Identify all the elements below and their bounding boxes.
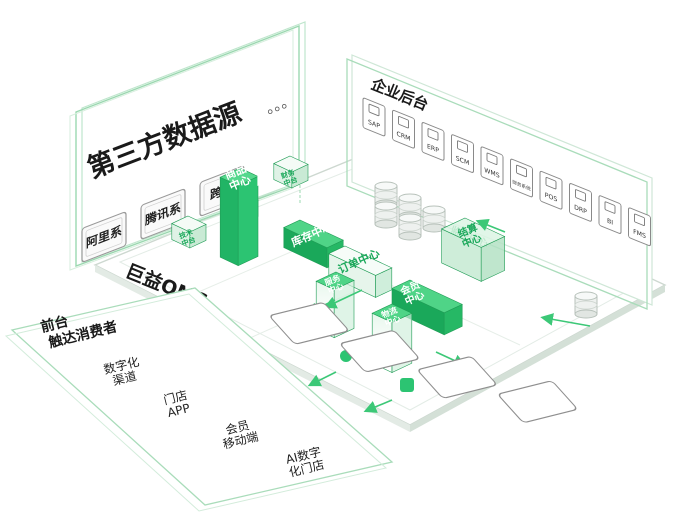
module-member-center: 会员中心 bbox=[391, 278, 463, 336]
logistics-icon bbox=[400, 378, 414, 392]
enterprise-system: FMS bbox=[628, 207, 651, 247]
enterprise-system: BI bbox=[598, 195, 622, 234]
frontend-channel-label: 门店APP bbox=[162, 387, 192, 420]
module-product-center: 商品中心 bbox=[219, 158, 271, 267]
system-icon bbox=[604, 201, 616, 214]
enterprise-system: DRP bbox=[569, 183, 592, 222]
system-icon bbox=[368, 103, 380, 117]
system-icon bbox=[545, 177, 557, 190]
module-small_center: 技术中台 bbox=[171, 215, 207, 249]
system-icon bbox=[634, 213, 645, 226]
frontend-channel: 门店APP bbox=[162, 330, 419, 420]
system-icon bbox=[398, 116, 409, 129]
enterprise-system: SCM bbox=[451, 134, 474, 173]
database-icon bbox=[374, 201, 398, 229]
module-settlement-center: 结算中心 bbox=[440, 217, 506, 282]
module-inventory-center: 库存中心 bbox=[283, 219, 344, 269]
system-icon bbox=[486, 152, 498, 165]
system-icon bbox=[575, 189, 586, 202]
oms-modules: 技术中台IAAS财务中台商品中心库存中心订单中心监控中心结算中心会员中心服务中心… bbox=[171, 155, 506, 392]
flow-arrow bbox=[540, 313, 591, 327]
enterprise-system: WMS bbox=[480, 146, 504, 186]
database-icon bbox=[398, 213, 422, 241]
flow-arrow bbox=[323, 289, 363, 309]
flow-arrow bbox=[307, 371, 337, 387]
frontend-channel: AI数字化门店 bbox=[284, 380, 577, 480]
database-icon bbox=[422, 205, 446, 233]
database-icon bbox=[574, 291, 598, 319]
enterprise-system: CRM bbox=[392, 109, 415, 149]
third-party-source: 阿里系 bbox=[81, 211, 127, 263]
flow-arrow bbox=[475, 219, 506, 233]
module-other_center: 财务中台 bbox=[273, 155, 309, 189]
enterprise-system: 财务系统 bbox=[510, 158, 533, 198]
enterprise-system: POS bbox=[539, 170, 563, 210]
product-panel-icon bbox=[257, 158, 271, 186]
enterprise-system-label: BI bbox=[607, 217, 613, 227]
enterprise-system: SAP bbox=[362, 97, 386, 137]
system-icon bbox=[516, 164, 527, 178]
database-stack bbox=[374, 181, 598, 319]
flow-arrow bbox=[363, 399, 393, 413]
frontend-channel: 会员移动端 bbox=[221, 356, 496, 452]
enterprise-systems: SAP CRM ERP SCM WMS 财务系统 POS DRP BI FMS bbox=[362, 97, 651, 247]
system-icon bbox=[457, 140, 468, 153]
enterprise-system: ERP bbox=[421, 122, 445, 161]
system-icon bbox=[427, 128, 439, 141]
module-order-center: 订单中心 bbox=[328, 245, 393, 298]
